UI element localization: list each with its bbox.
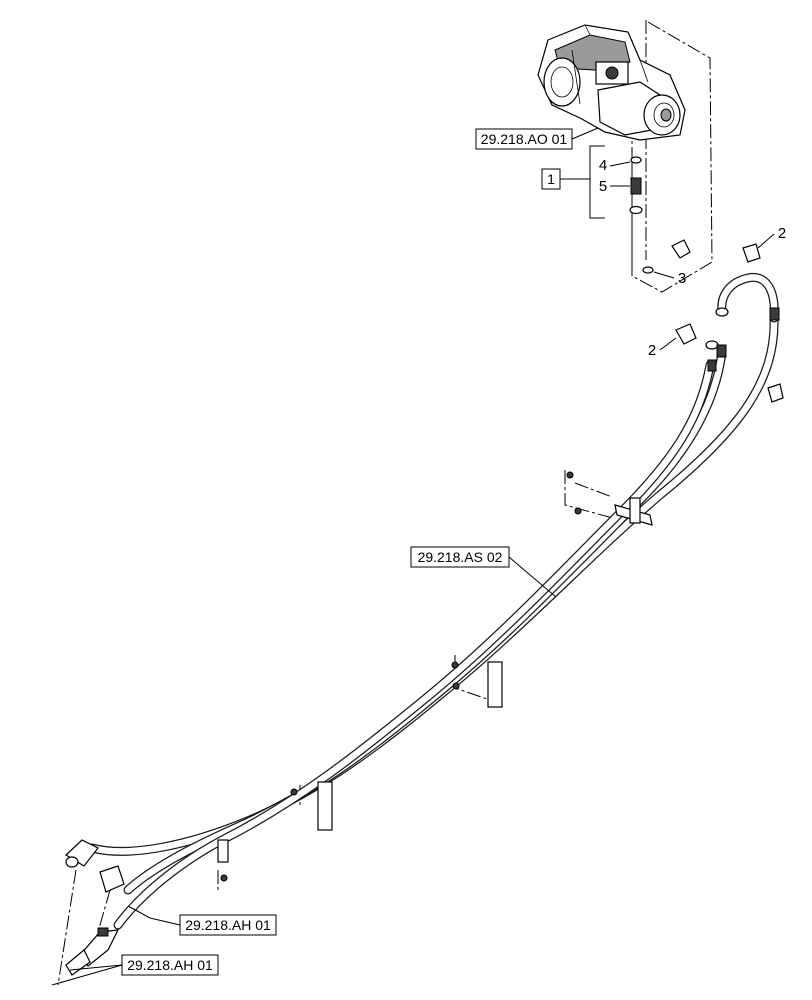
motor-upper-reference-callout: 29.218.AH 01 xyxy=(127,905,277,936)
motor-lower-reference-label: 29.218.AH 01 xyxy=(127,957,213,973)
elbow-fittings xyxy=(671,239,784,403)
item-2-upper-number: 2 xyxy=(778,225,786,242)
hose-bundle-reference-callout: 29.218.AS 02 xyxy=(410,546,557,598)
motor-lower-reference-callout: 29.218.AH 01 xyxy=(51,954,219,986)
item-labels: 4 5 3 2 2 xyxy=(599,157,786,359)
group-box-label: 1 xyxy=(547,171,555,187)
pump-reference-label: 29.218.AO 01 xyxy=(481,131,568,147)
item-4-number: 4 xyxy=(599,157,607,174)
hose-bundle xyxy=(87,272,779,930)
motor-fittings xyxy=(65,839,125,976)
motor-upper-reference-label: 29.218.AH 01 xyxy=(185,917,271,933)
hose-bundle-reference-label: 29.218.AS 02 xyxy=(418,549,503,565)
hose-clamps xyxy=(217,471,653,882)
item-5-number: 5 xyxy=(599,178,607,195)
item-3-number: 3 xyxy=(678,270,686,287)
group-bracket: 1 xyxy=(541,145,605,219)
pump-reference-callout: 29.218.AO 01 xyxy=(475,127,599,150)
hydraulic-pump xyxy=(537,24,686,141)
item-2-lower-number: 2 xyxy=(648,342,656,359)
pump-fittings xyxy=(629,156,654,274)
